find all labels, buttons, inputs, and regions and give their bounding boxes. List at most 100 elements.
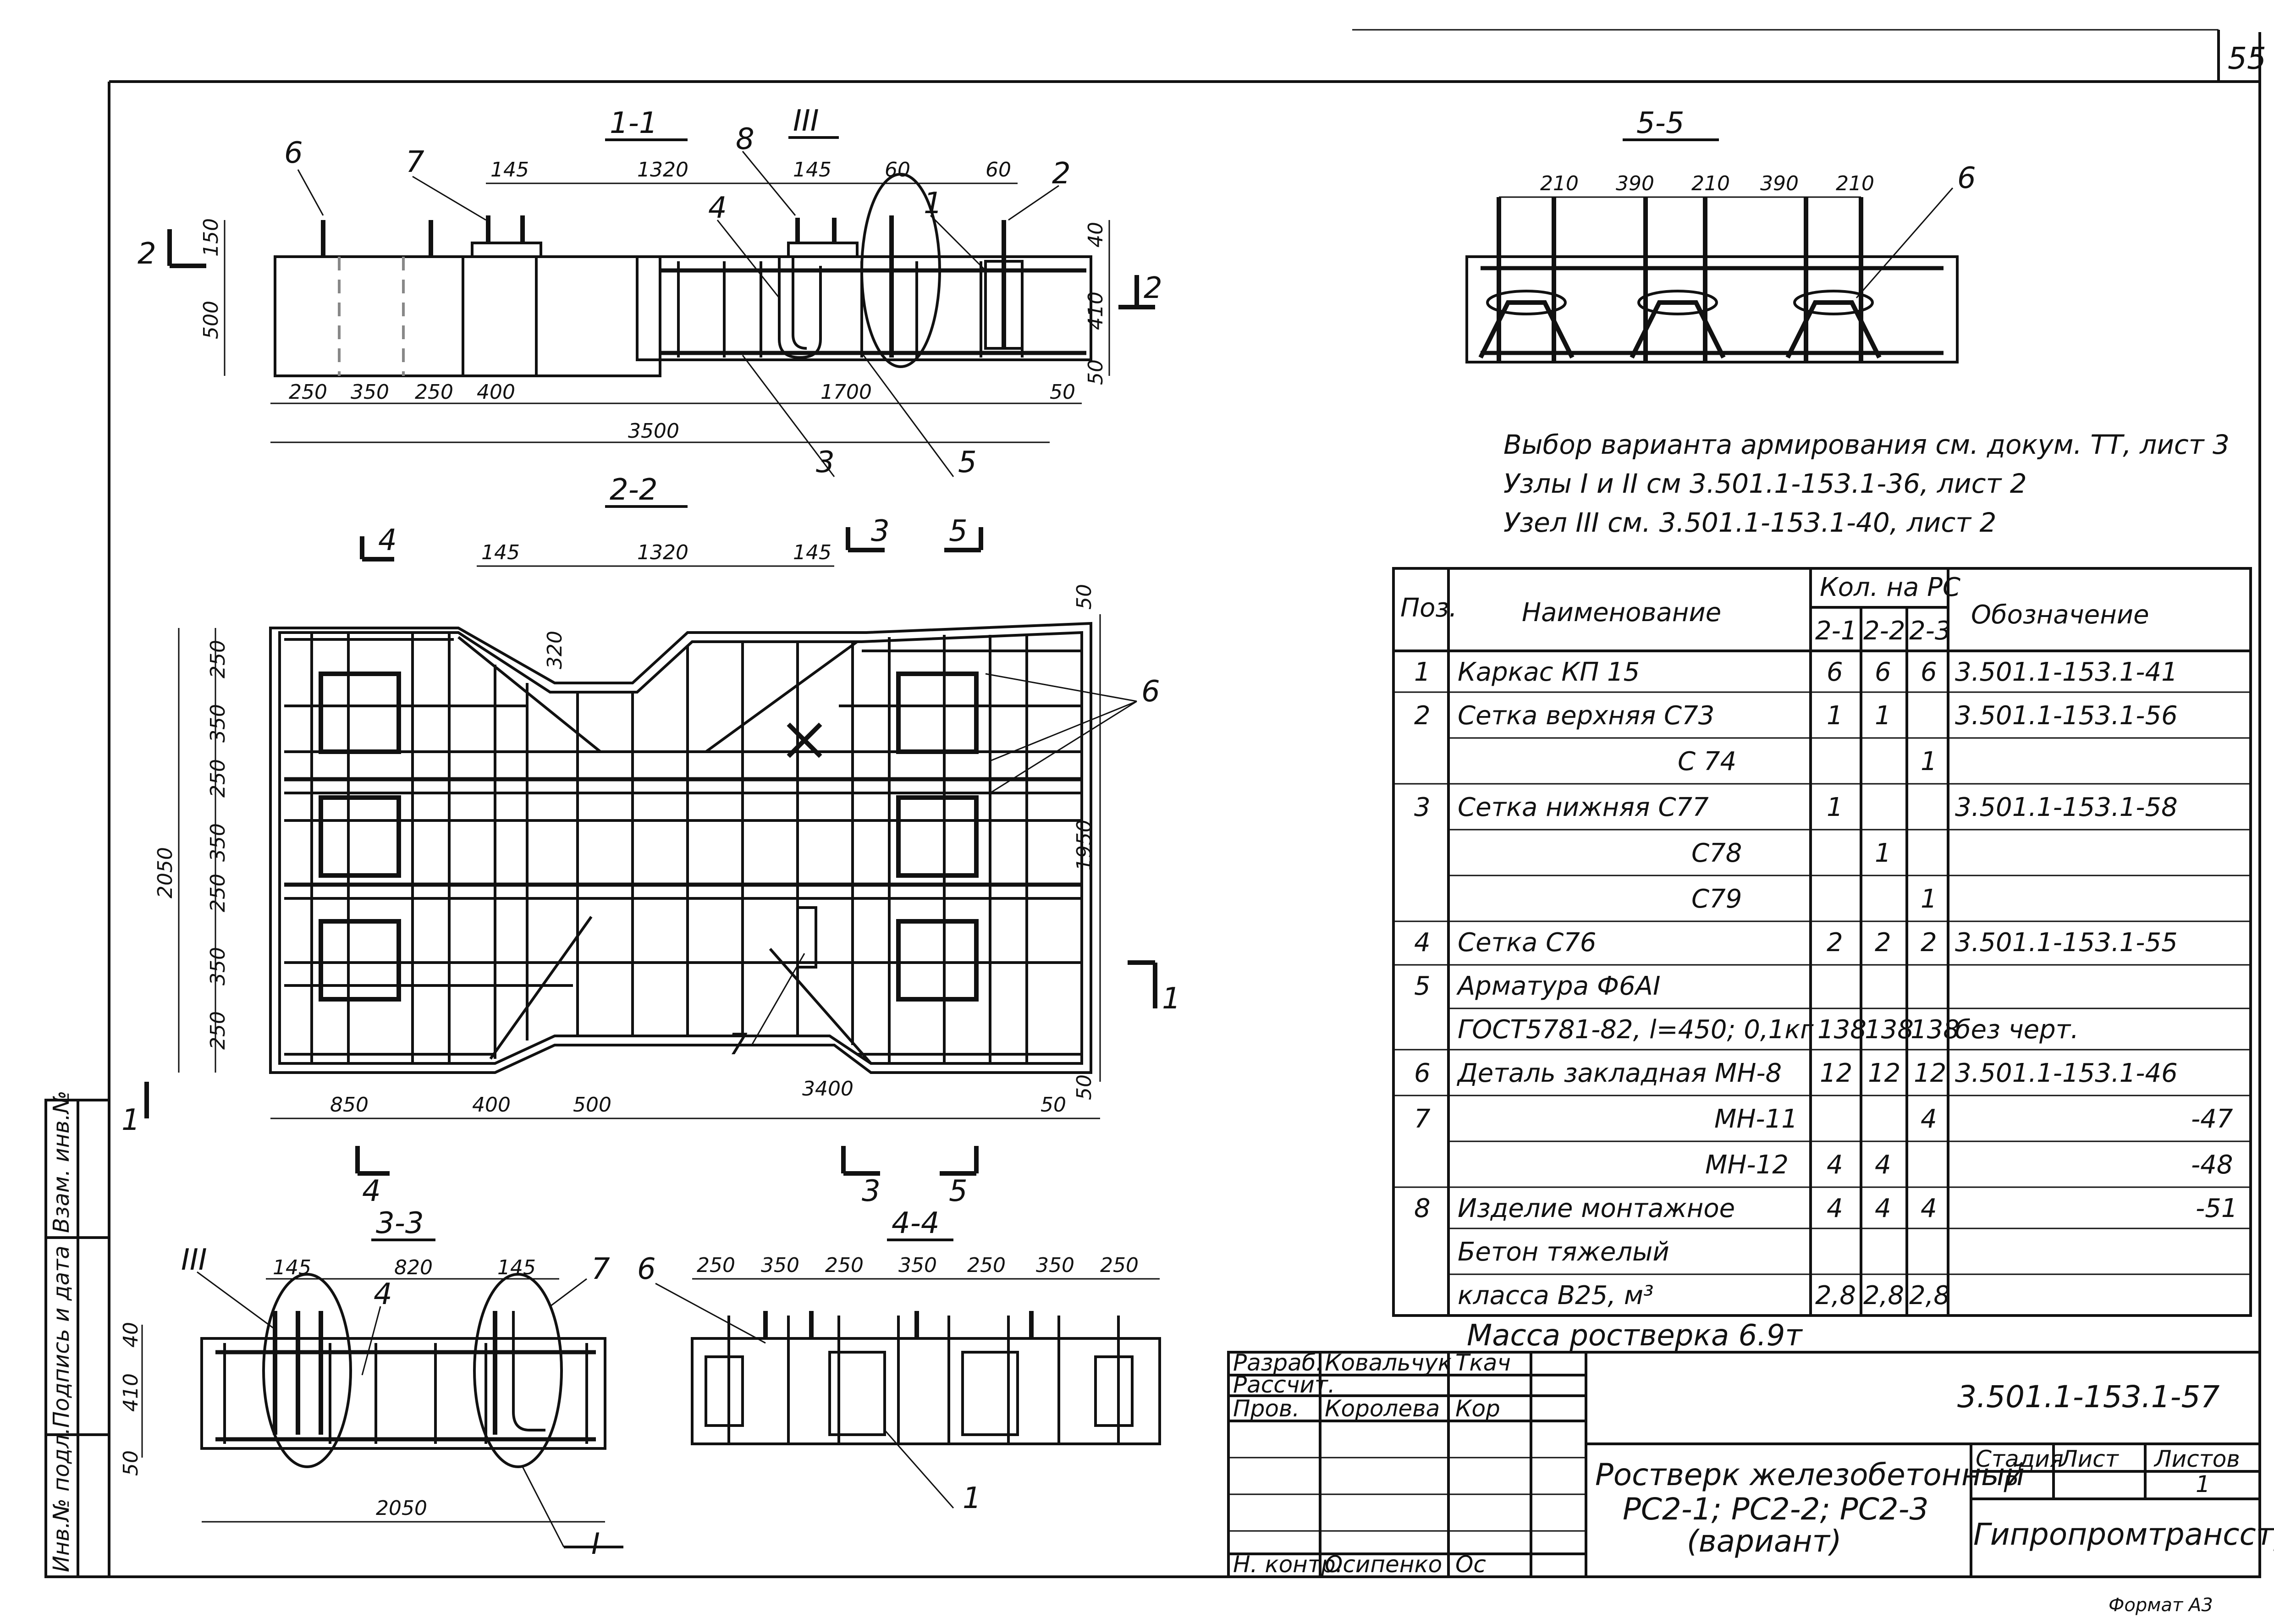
s11-dim-150: 150: [199, 218, 223, 257]
spec-row-name: класса В25, м³: [1458, 1281, 1654, 1310]
s22-dim-3400: 3400: [802, 1077, 853, 1101]
s22-cut-4-top: 4: [378, 523, 397, 557]
spec-row-q2: 1: [1875, 838, 1891, 868]
s55-dim-3: 210: [1691, 172, 1730, 195]
tb-name-checker: Королева: [1325, 1395, 1440, 1422]
spec-row-des: 3.501.1-153.1-55: [1955, 928, 2178, 958]
spec-row-name: Сетка С76: [1458, 928, 1596, 958]
spec-row-q1: 138: [1817, 1015, 1867, 1045]
s11-dim-1320: 1320: [637, 158, 688, 182]
spec-row-q3: 2: [1921, 928, 1937, 958]
s11-callout-1: 1: [924, 187, 942, 220]
s22-dim-50: 50: [1041, 1093, 1066, 1117]
s11-dim-60b: 60: [986, 158, 1011, 182]
s44-dim-2: 350: [761, 1254, 799, 1277]
s33-callout-4: 4: [374, 1277, 392, 1311]
s22-dim-l-250b: 250: [206, 759, 230, 798]
s11-cut-right: 2: [1144, 271, 1162, 305]
tb-sign-norm-control: Ос: [1455, 1551, 1486, 1578]
spec-row-q1: 6: [1827, 657, 1843, 687]
s11-dim-40: 40: [1084, 222, 1107, 248]
tb-name-norm-control: Осипенко: [1325, 1551, 1442, 1578]
spec-row-name: Сетка нижняя С77: [1458, 793, 1709, 822]
spec-row-q3: 1: [1921, 747, 1937, 776]
tb-sheets-value: 1: [2196, 1471, 2210, 1497]
s44-dim-4: 350: [898, 1254, 937, 1277]
section-1-1: 1-1 III 145: [138, 104, 1162, 479]
spec-row-q1: 4: [1827, 1150, 1843, 1180]
s11-dim-145b: 145: [793, 158, 831, 182]
s44-dim-1: 250: [697, 1254, 735, 1277]
tb-role-developer: Разраб.: [1233, 1349, 1323, 1376]
s11-dim-250b: 250: [415, 380, 453, 404]
side-stamp-orig-inv: Инв.№ подл.: [49, 1427, 74, 1572]
spec-header-designation: Обозначение: [1971, 600, 2149, 630]
spec-row-pos: 1: [1414, 657, 1431, 687]
s22-cut-4-bot: 4: [362, 1174, 381, 1208]
s22-dim-l-350b: 350: [206, 823, 230, 862]
spec-row-des: -51: [2196, 1194, 2237, 1223]
tb-sheet-label: Лист: [2059, 1446, 2120, 1472]
spec-row-pos: 5: [1414, 971, 1431, 1001]
s33-dim-145b: 145: [497, 1256, 536, 1279]
s55-dim-1: 210: [1540, 172, 1579, 195]
spec-row-name: МН-12: [1705, 1150, 1789, 1180]
spec-row-q2: 4: [1875, 1194, 1891, 1223]
spec-row-name: ГОСТ5781-82, l=450; 0,1кг: [1458, 1015, 1814, 1045]
spec-row-q1: 2,8: [1815, 1281, 1856, 1310]
s55-dim-2: 390: [1616, 172, 1654, 195]
spec-row-q1: 4: [1827, 1194, 1843, 1223]
s22-cut-3-bot: 3: [862, 1174, 881, 1208]
s22-cut-1-left: 1: [121, 1103, 140, 1137]
s44-dim-3: 250: [825, 1254, 864, 1277]
s22-dim-l-350a: 350: [206, 704, 230, 743]
spec-row-q3: 4: [1921, 1194, 1937, 1223]
s11-dim-60a: 60: [885, 158, 910, 182]
spec-row-q3: 12: [1914, 1058, 1946, 1088]
s55-pedestals: [1478, 197, 1882, 362]
spec-row-q2: 12: [1868, 1058, 1900, 1088]
section-3-3: 3-3 145 820 145 40 410 50 2050 III I 4: [119, 1206, 623, 1561]
s22-dim-l-250a: 250: [206, 640, 230, 678]
spec-header-sub-1: 2-1: [1815, 616, 1857, 646]
s11-dim-3500: 3500: [628, 419, 679, 443]
s11-callout-7: 7: [406, 145, 424, 179]
tb-stage-value: Р: [2003, 1471, 2017, 1497]
s11-callout-3: 3: [816, 446, 835, 479]
s22-dim-l-2050: 2050: [154, 847, 177, 898]
spec-header-sub-3: 2-3: [1909, 616, 1951, 646]
spec-header-pos: Поз.: [1400, 593, 1457, 623]
section-2-2-title: 2-2: [610, 473, 658, 507]
s11-dim-145a: 145: [490, 158, 529, 182]
notes: Выбор варианта армирования см. докум. ТТ…: [1503, 429, 2230, 538]
side-stamp-replace-inv: Взам. инв.№: [49, 1090, 74, 1233]
tb-organization: Гипропромтрансстрой: [1973, 1517, 2274, 1552]
spec-row-q2: 138: [1865, 1015, 1914, 1045]
s22-dim-400: 400: [472, 1093, 511, 1117]
spec-row-des: 3.501.1-153.1-41: [1955, 657, 2178, 687]
s22-dim-r-50a: 50: [1073, 584, 1096, 610]
s33-dim-145a: 145: [273, 1256, 311, 1279]
spec-table: Поз. Наименование Кол. на РС Обозначение…: [1392, 567, 2252, 1353]
s22-pile-openings: [319, 672, 979, 1002]
note-1: Выбор варианта армирования см. докум. ТТ…: [1503, 429, 2230, 460]
sheet-frame: [108, 29, 2261, 1578]
s22-dim-l-250d: 250: [206, 1011, 230, 1050]
spec-row-name: Бетон тяжелый: [1458, 1237, 1669, 1267]
spec-header-sub-2: 2-2: [1863, 616, 1905, 646]
s11-callout-4: 4: [708, 191, 727, 225]
spec-row-name: С78: [1691, 838, 1742, 868]
tb-doc-code: 3.501.1-153.1-57: [1957, 1379, 2219, 1415]
section-4-4: 4-4 250 350 250 350 250 350 250 6 1: [637, 1206, 1161, 1515]
spec-row-name: Сетка верхняя С73: [1458, 701, 1714, 731]
spec-row-name: С 74: [1678, 747, 1736, 776]
spec-row-name: МН-11: [1714, 1104, 1798, 1134]
spec-header-qty: Кол. на РС: [1820, 573, 1960, 602]
tb-title-2: РС2-1; РС2-2; РС2-3: [1623, 1492, 1928, 1527]
s11-dim-350: 350: [351, 380, 389, 404]
s22-rebar-grid: [284, 633, 1082, 1063]
s33-dim-40: 40: [119, 1322, 143, 1348]
s44-dim-7: 250: [1100, 1254, 1139, 1277]
s22-dim-850: 850: [330, 1093, 369, 1117]
tb-title-3: (вариант): [1687, 1524, 1842, 1559]
